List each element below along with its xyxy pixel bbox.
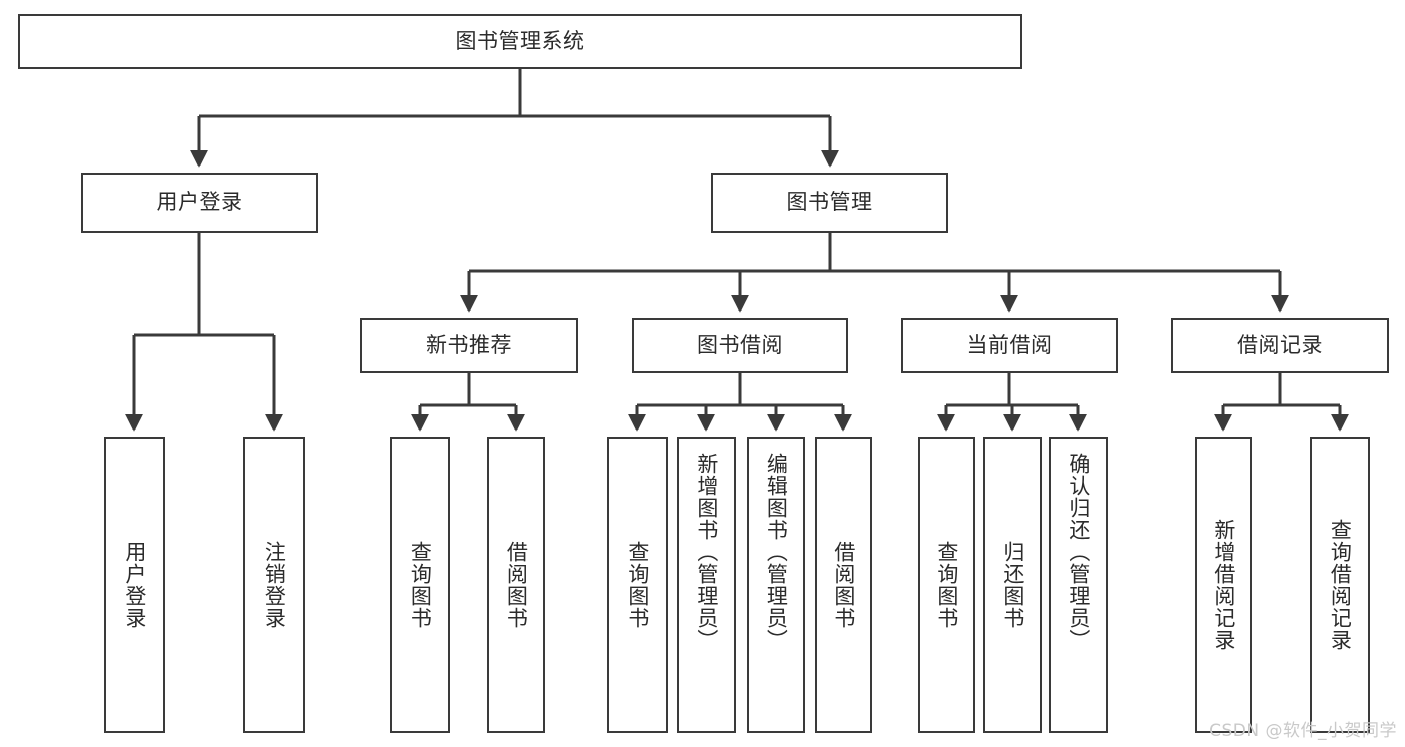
leaf-add-book-admin[interactable]: 新增图书（管理员） — [677, 437, 736, 733]
leaf-borrow-book-label: 借阅图书 — [831, 541, 856, 629]
watermark: CSDN @软件_小贺同学 — [1209, 721, 1397, 741]
leaf-logout[interactable]: 注销登录 — [243, 437, 305, 733]
leaf-return-book[interactable]: 归还图书 — [983, 437, 1042, 733]
leaf-query-book-recommend-label: 查询图书 — [408, 541, 433, 629]
node-new-book-recommend[interactable]: 新书推荐 — [360, 318, 578, 373]
leaf-user-login-label: 用户登录 — [122, 541, 147, 629]
node-book-management-label: 图书管理 — [786, 190, 873, 215]
node-new-book-recommend-label: 新书推荐 — [426, 332, 512, 357]
leaf-add-borrow-record-label: 新增借阅记录 — [1211, 519, 1236, 651]
node-book-management[interactable]: 图书管理 — [711, 173, 948, 233]
leaf-edit-book-admin-label: 编辑图书（管理员） — [764, 453, 789, 651]
leaf-borrow-book-recommend[interactable]: 借阅图书 — [487, 437, 545, 733]
node-book-borrow-label: 图书借阅 — [697, 332, 783, 357]
leaf-borrow-book[interactable]: 借阅图书 — [815, 437, 872, 733]
leaf-user-login[interactable]: 用户登录 — [104, 437, 165, 733]
leaf-edit-book-admin[interactable]: 编辑图书（管理员） — [747, 437, 805, 733]
node-user-login-label: 用户登录 — [156, 190, 243, 215]
leaf-return-book-label: 归还图书 — [1000, 541, 1025, 629]
leaf-query-book-current-label: 查询图书 — [934, 541, 959, 629]
leaf-query-book-current[interactable]: 查询图书 — [918, 437, 975, 733]
node-current-borrow[interactable]: 当前借阅 — [901, 318, 1118, 373]
node-root-label: 图书管理系统 — [455, 28, 585, 53]
node-book-borrow[interactable]: 图书借阅 — [632, 318, 848, 373]
leaf-query-book-recommend[interactable]: 查询图书 — [390, 437, 450, 733]
leaf-query-borrow-record[interactable]: 查询借阅记录 — [1310, 437, 1370, 733]
node-borrow-record-label: 借阅记录 — [1237, 332, 1323, 357]
leaf-borrow-book-recommend-label: 借阅图书 — [504, 541, 529, 629]
leaf-add-book-admin-label: 新增图书（管理员） — [694, 453, 719, 651]
leaf-confirm-return-admin-label: 确认归还（管理员） — [1066, 453, 1091, 651]
leaf-query-borrow-record-label: 查询借阅记录 — [1328, 519, 1353, 651]
leaf-add-borrow-record[interactable]: 新增借阅记录 — [1195, 437, 1252, 733]
node-current-borrow-label: 当前借阅 — [966, 332, 1053, 357]
leaf-query-book-borrow[interactable]: 查询图书 — [607, 437, 668, 733]
node-user-login[interactable]: 用户登录 — [81, 173, 318, 233]
leaf-query-book-borrow-label: 查询图书 — [625, 541, 650, 629]
leaf-logout-label: 注销登录 — [262, 541, 287, 629]
node-root[interactable]: 图书管理系统 — [18, 14, 1022, 69]
leaf-confirm-return-admin[interactable]: 确认归还（管理员） — [1049, 437, 1108, 733]
node-borrow-record[interactable]: 借阅记录 — [1171, 318, 1389, 373]
